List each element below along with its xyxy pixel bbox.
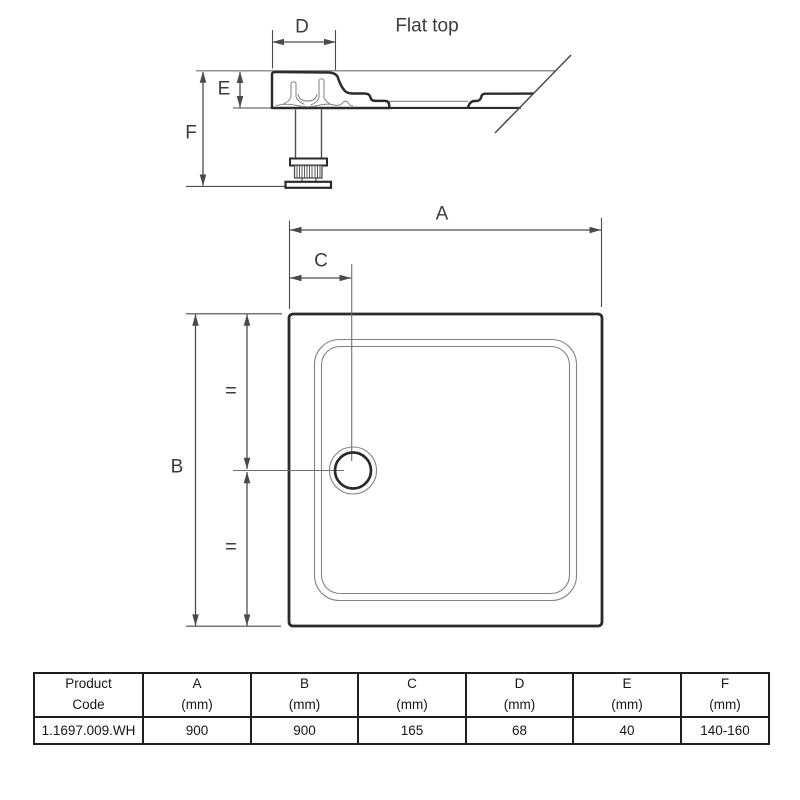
- header-b-line2: (mm): [288, 696, 321, 712]
- cell-f-value: 140-160: [680, 715, 770, 745]
- header-d-line2: (mm): [503, 696, 536, 712]
- drain-boot-ribs: [275, 78, 354, 108]
- header-d-line1: D: [514, 676, 525, 691]
- side-view-section: [186, 30, 572, 189]
- table-data-row: 1.1697.009.WH 900 900 165 68 40 140-160: [33, 715, 770, 745]
- drain-waste-ring: [333, 451, 373, 490]
- header-b-line1: B: [299, 676, 309, 691]
- cell-a-value: 900: [142, 715, 252, 745]
- cell-d-value: 68: [465, 715, 574, 745]
- a-extension-lines: [288, 218, 603, 309]
- header-d-mm: D (mm): [465, 672, 574, 718]
- equal-dimension-arrows: [243, 314, 251, 626]
- header-f-line2: (mm): [709, 696, 741, 712]
- header-e-mm: E (mm): [572, 672, 682, 718]
- cell-e-value: 40: [572, 715, 682, 745]
- header-e-line1: E: [622, 676, 632, 691]
- dim-label-e: E: [217, 78, 231, 100]
- d-extension-lines: [271, 30, 337, 70]
- knurl-hatching: [296, 166, 321, 178]
- b-dimension-arrows: [192, 314, 199, 626]
- header-f-line1: F: [720, 676, 730, 691]
- header-c-line2: (mm): [396, 696, 428, 712]
- header-a-line1: A: [192, 676, 202, 691]
- dim-label-a: A: [435, 203, 449, 225]
- header-e-line2: (mm): [611, 696, 643, 712]
- header-product-code-line1: Product: [65, 676, 112, 691]
- dim-label-f: F: [185, 122, 197, 144]
- cell-product-code: 1.1697.009.WH: [33, 715, 144, 745]
- header-a-mm: A (mm): [142, 672, 252, 718]
- cell-b-value: 900: [250, 715, 359, 745]
- plan-view-section: [186, 218, 604, 628]
- c-dimension-arrows: [290, 274, 351, 282]
- break-line: [494, 54, 572, 134]
- dim-label-d: D: [295, 16, 309, 38]
- drain-outer-circle: [328, 446, 378, 495]
- header-b-mm: B (mm): [250, 672, 359, 718]
- header-c-mm: C (mm): [357, 672, 467, 718]
- b-extension-lines: [186, 313, 282, 627]
- leg-base-plate: [284, 180, 333, 189]
- leg-shaft: [294, 109, 323, 159]
- a-dimension-arrows: [290, 226, 601, 234]
- drain-boot-outline: [270, 70, 391, 110]
- cell-c-value: 165: [357, 715, 467, 745]
- header-a-line2: (mm): [181, 696, 213, 712]
- table-header-row: Product Code A (mm) B (mm) C (mm) D (m: [33, 672, 770, 718]
- e-dimension-arrows: [236, 71, 244, 108]
- leg-collar: [289, 157, 328, 167]
- dim-label-c: C: [314, 250, 328, 272]
- header-f-mm: F (mm): [680, 672, 770, 718]
- f-dimension-arrows: [199, 71, 207, 186]
- header-c-line1: C: [407, 676, 417, 691]
- header-product-code-line2: Code: [72, 696, 105, 712]
- product-dimensions-table: Product Code A (mm) B (mm) C (mm) D (m: [33, 672, 770, 745]
- flat-top-label: Flat top: [395, 15, 459, 37]
- d-dimension-arrows: [272, 38, 336, 46]
- header-product-code: Product Code: [33, 672, 144, 718]
- equal-mark-top: =: [225, 380, 237, 402]
- equal-mark-bottom: =: [225, 536, 237, 558]
- dim-label-b: B: [170, 456, 184, 478]
- far-rim-step: [466, 92, 534, 108]
